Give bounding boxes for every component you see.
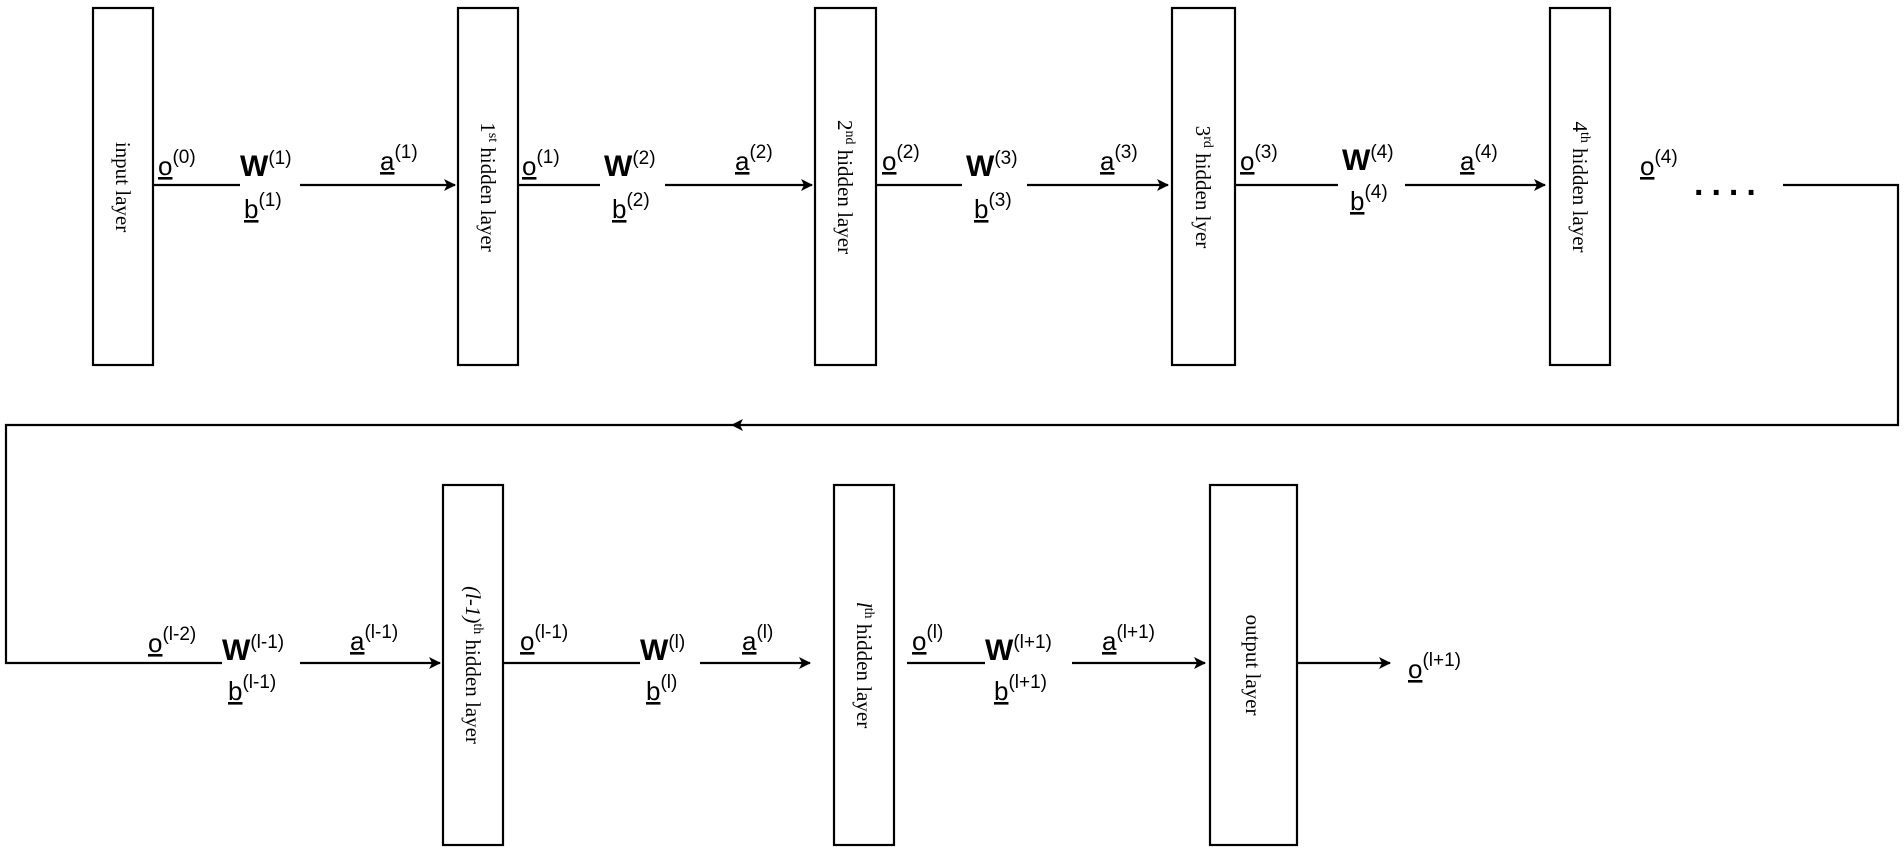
- sym-a2: a(2): [735, 142, 773, 176]
- sym-Wl: W(l): [640, 632, 685, 667]
- sym-W4: W(4): [1342, 142, 1394, 177]
- sym-olp1: o(l+1): [1408, 650, 1461, 684]
- sym-W2: W(2): [604, 148, 656, 183]
- sym-al1: a(l-1): [350, 622, 398, 656]
- output-layer-box: [1208, 483, 1299, 847]
- sym-Wl1: W(l-1): [222, 632, 284, 667]
- layer-labels: input layer 1st hidden layer 2nd hidden …: [111, 120, 1592, 744]
- sym-blp1: b(l+1): [994, 672, 1047, 706]
- hidden-layer-3-box: [1170, 6, 1237, 367]
- input-layer-label: input layer: [111, 142, 135, 232]
- sym-b2: b(2): [612, 190, 650, 224]
- sym-o4: o(4): [1640, 147, 1678, 181]
- sym-o0: o(0): [158, 147, 196, 181]
- sym-a4: a(4): [1460, 142, 1498, 176]
- sym-ol1: o(l-1): [520, 622, 568, 656]
- sym-o3: o(3): [1240, 142, 1278, 176]
- sym-ol: o(l): [912, 622, 943, 656]
- layer-boxes: [91, 6, 1612, 847]
- sym-a3: a(3): [1100, 142, 1138, 176]
- sym-b4: b(4): [1350, 182, 1388, 216]
- hidden-layer-4-label: 4th hidden layer: [1568, 121, 1592, 252]
- ellipsis: ....: [1694, 165, 1764, 203]
- hidden-layer-2-label: 2nd hidden layer: [833, 120, 857, 254]
- hidden-layer-3-label: 3rd hidden lyer: [1191, 126, 1215, 248]
- sym-bl: b(l): [646, 672, 677, 706]
- input-layer-box: [91, 6, 155, 367]
- hidden-layer-l-label: lth hidden layer: [852, 602, 876, 728]
- hidden-layer-l-minus-1-label: (l-1)th hidden layer: [461, 586, 485, 744]
- sym-W3: W(3): [966, 148, 1018, 183]
- sym-ol2: o(l-2): [148, 624, 196, 658]
- hidden-layer-4-box: [1548, 6, 1612, 367]
- sym-W1: W(1): [240, 148, 292, 183]
- hidden-layer-1-label: 1st hidden layer: [476, 122, 500, 251]
- hidden-layer-l-box: [832, 483, 896, 847]
- wire-loop-return: [4, 423, 732, 665]
- sym-b3: b(3): [974, 190, 1012, 224]
- hidden-layer-1-box: [456, 6, 520, 367]
- sym-bl1: b(l-1): [228, 672, 276, 706]
- arrow-continuation: [731, 183, 1900, 431]
- row1-connectors: [4, 179, 1900, 665]
- hidden-layer-2-box: [813, 6, 878, 367]
- sym-Wlp1: W(l+1): [985, 632, 1052, 667]
- row1-symbols: o(0) W(1) b(1) a(1) o(1) W(2) b(2) a(2) …: [158, 142, 1764, 224]
- sym-o1: o(1): [522, 147, 560, 181]
- sym-o2: o(2): [882, 142, 920, 176]
- sym-a1: a(1): [380, 142, 418, 176]
- sym-alp1: a(l+1): [1102, 622, 1155, 656]
- hidden-layer-l-minus-1-box: [441, 483, 505, 847]
- sym-b1: b(1): [244, 190, 282, 224]
- output-layer-label: output layer: [1241, 615, 1265, 716]
- sym-al: a(l): [742, 622, 773, 656]
- row2-symbols: o(l-2) W(l-1) b(l-1) a(l-1) o(l-1) W(l) …: [148, 622, 1461, 706]
